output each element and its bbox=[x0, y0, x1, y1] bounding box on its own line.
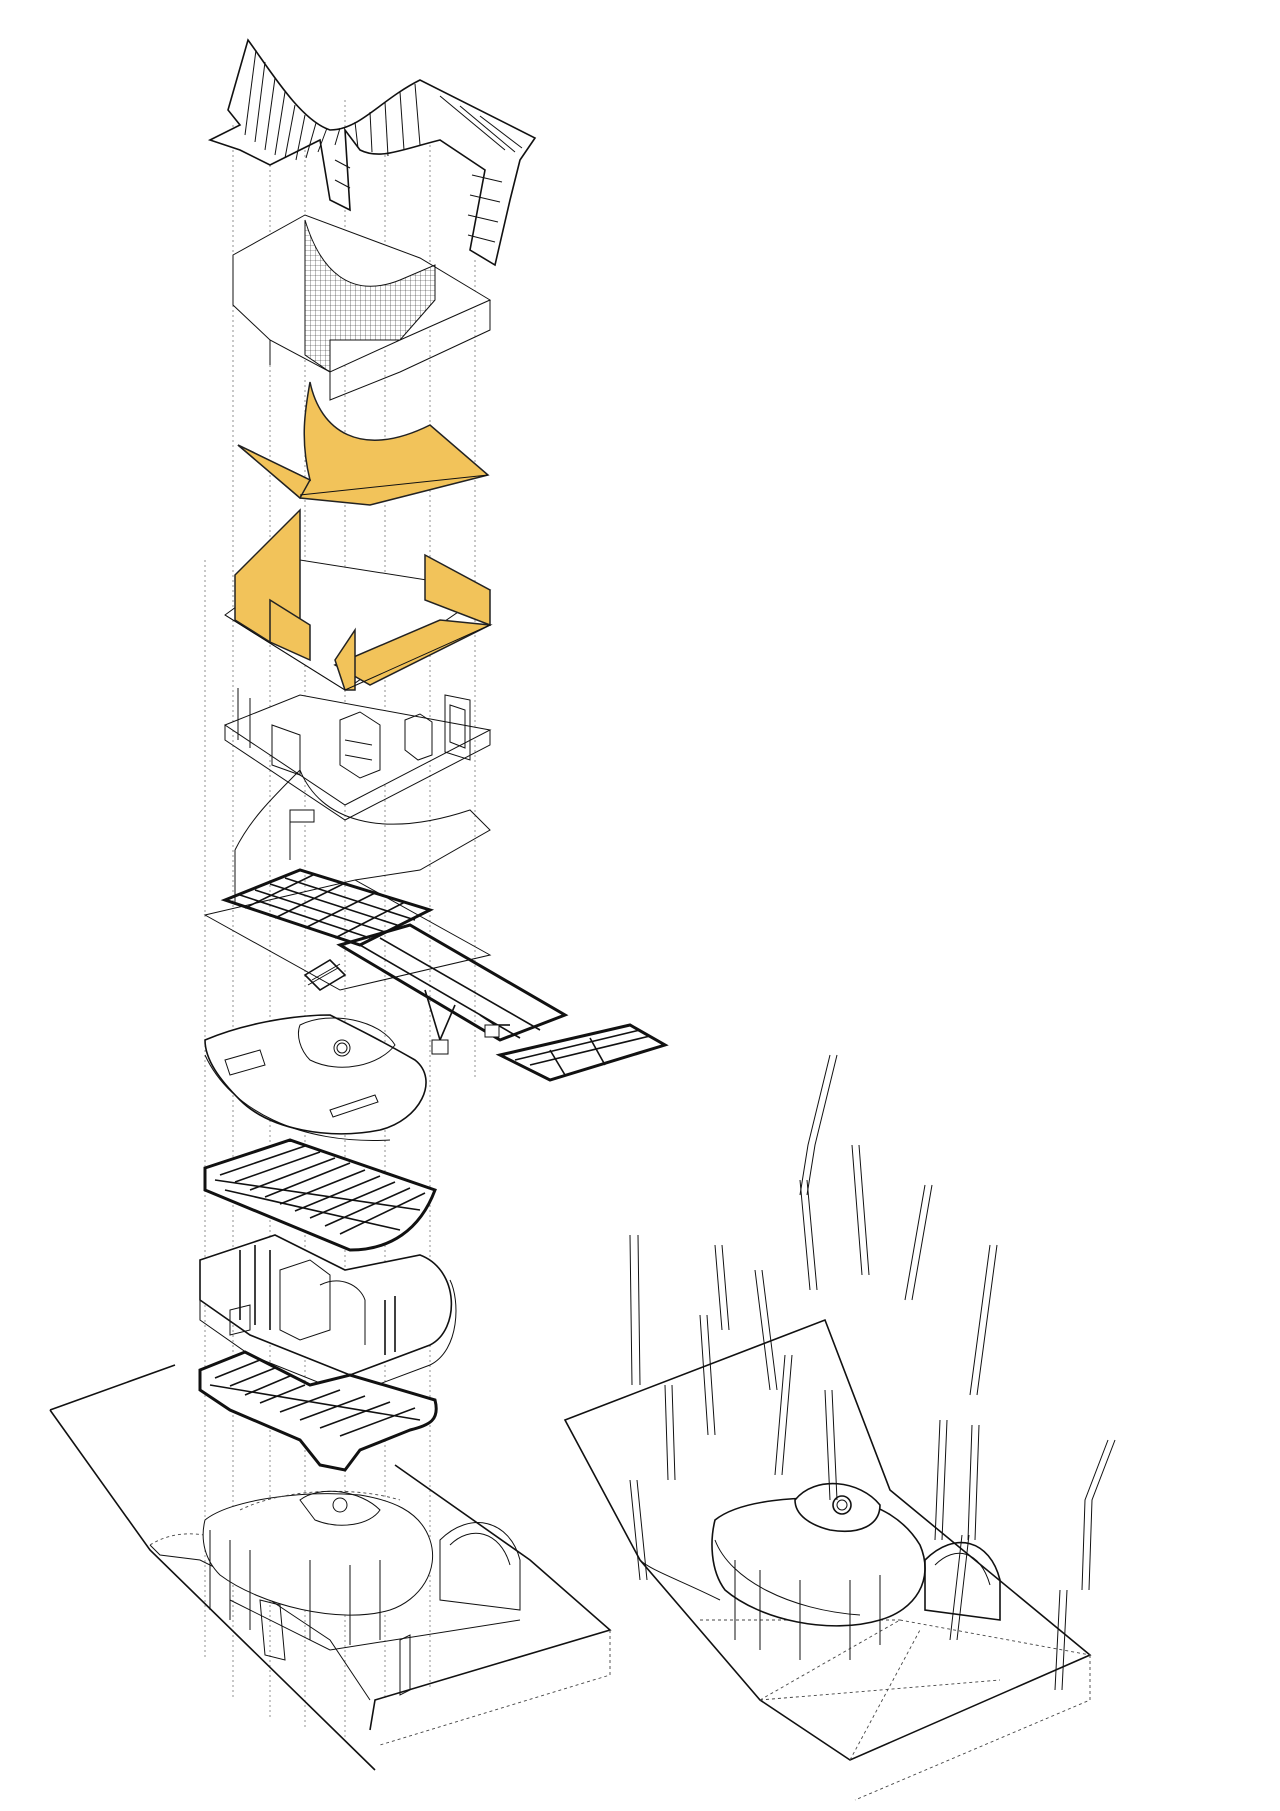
foundation-grid-layer bbox=[198, 1350, 438, 1472]
roof-frame-mesh-layer bbox=[232, 214, 492, 401]
lower-interior-walls-layer bbox=[199, 1234, 457, 1396]
site-terrain-right bbox=[563, 1054, 1116, 1801]
site-terrain-left bbox=[49, 1364, 612, 1771]
steel-frame-bridge-layer bbox=[203, 769, 669, 1082]
wall-insulation-layer bbox=[224, 508, 493, 691]
tree-trunks bbox=[629, 1054, 1116, 1691]
roof-insulation-layer bbox=[237, 381, 490, 506]
floor-joists-layer bbox=[203, 1138, 437, 1252]
mesh-panel bbox=[304, 219, 436, 373]
upper-furniture-layer bbox=[223, 688, 492, 821]
roof-cladding-layer bbox=[207, 38, 537, 267]
ground-floor-slab-layer bbox=[204, 1014, 427, 1141]
